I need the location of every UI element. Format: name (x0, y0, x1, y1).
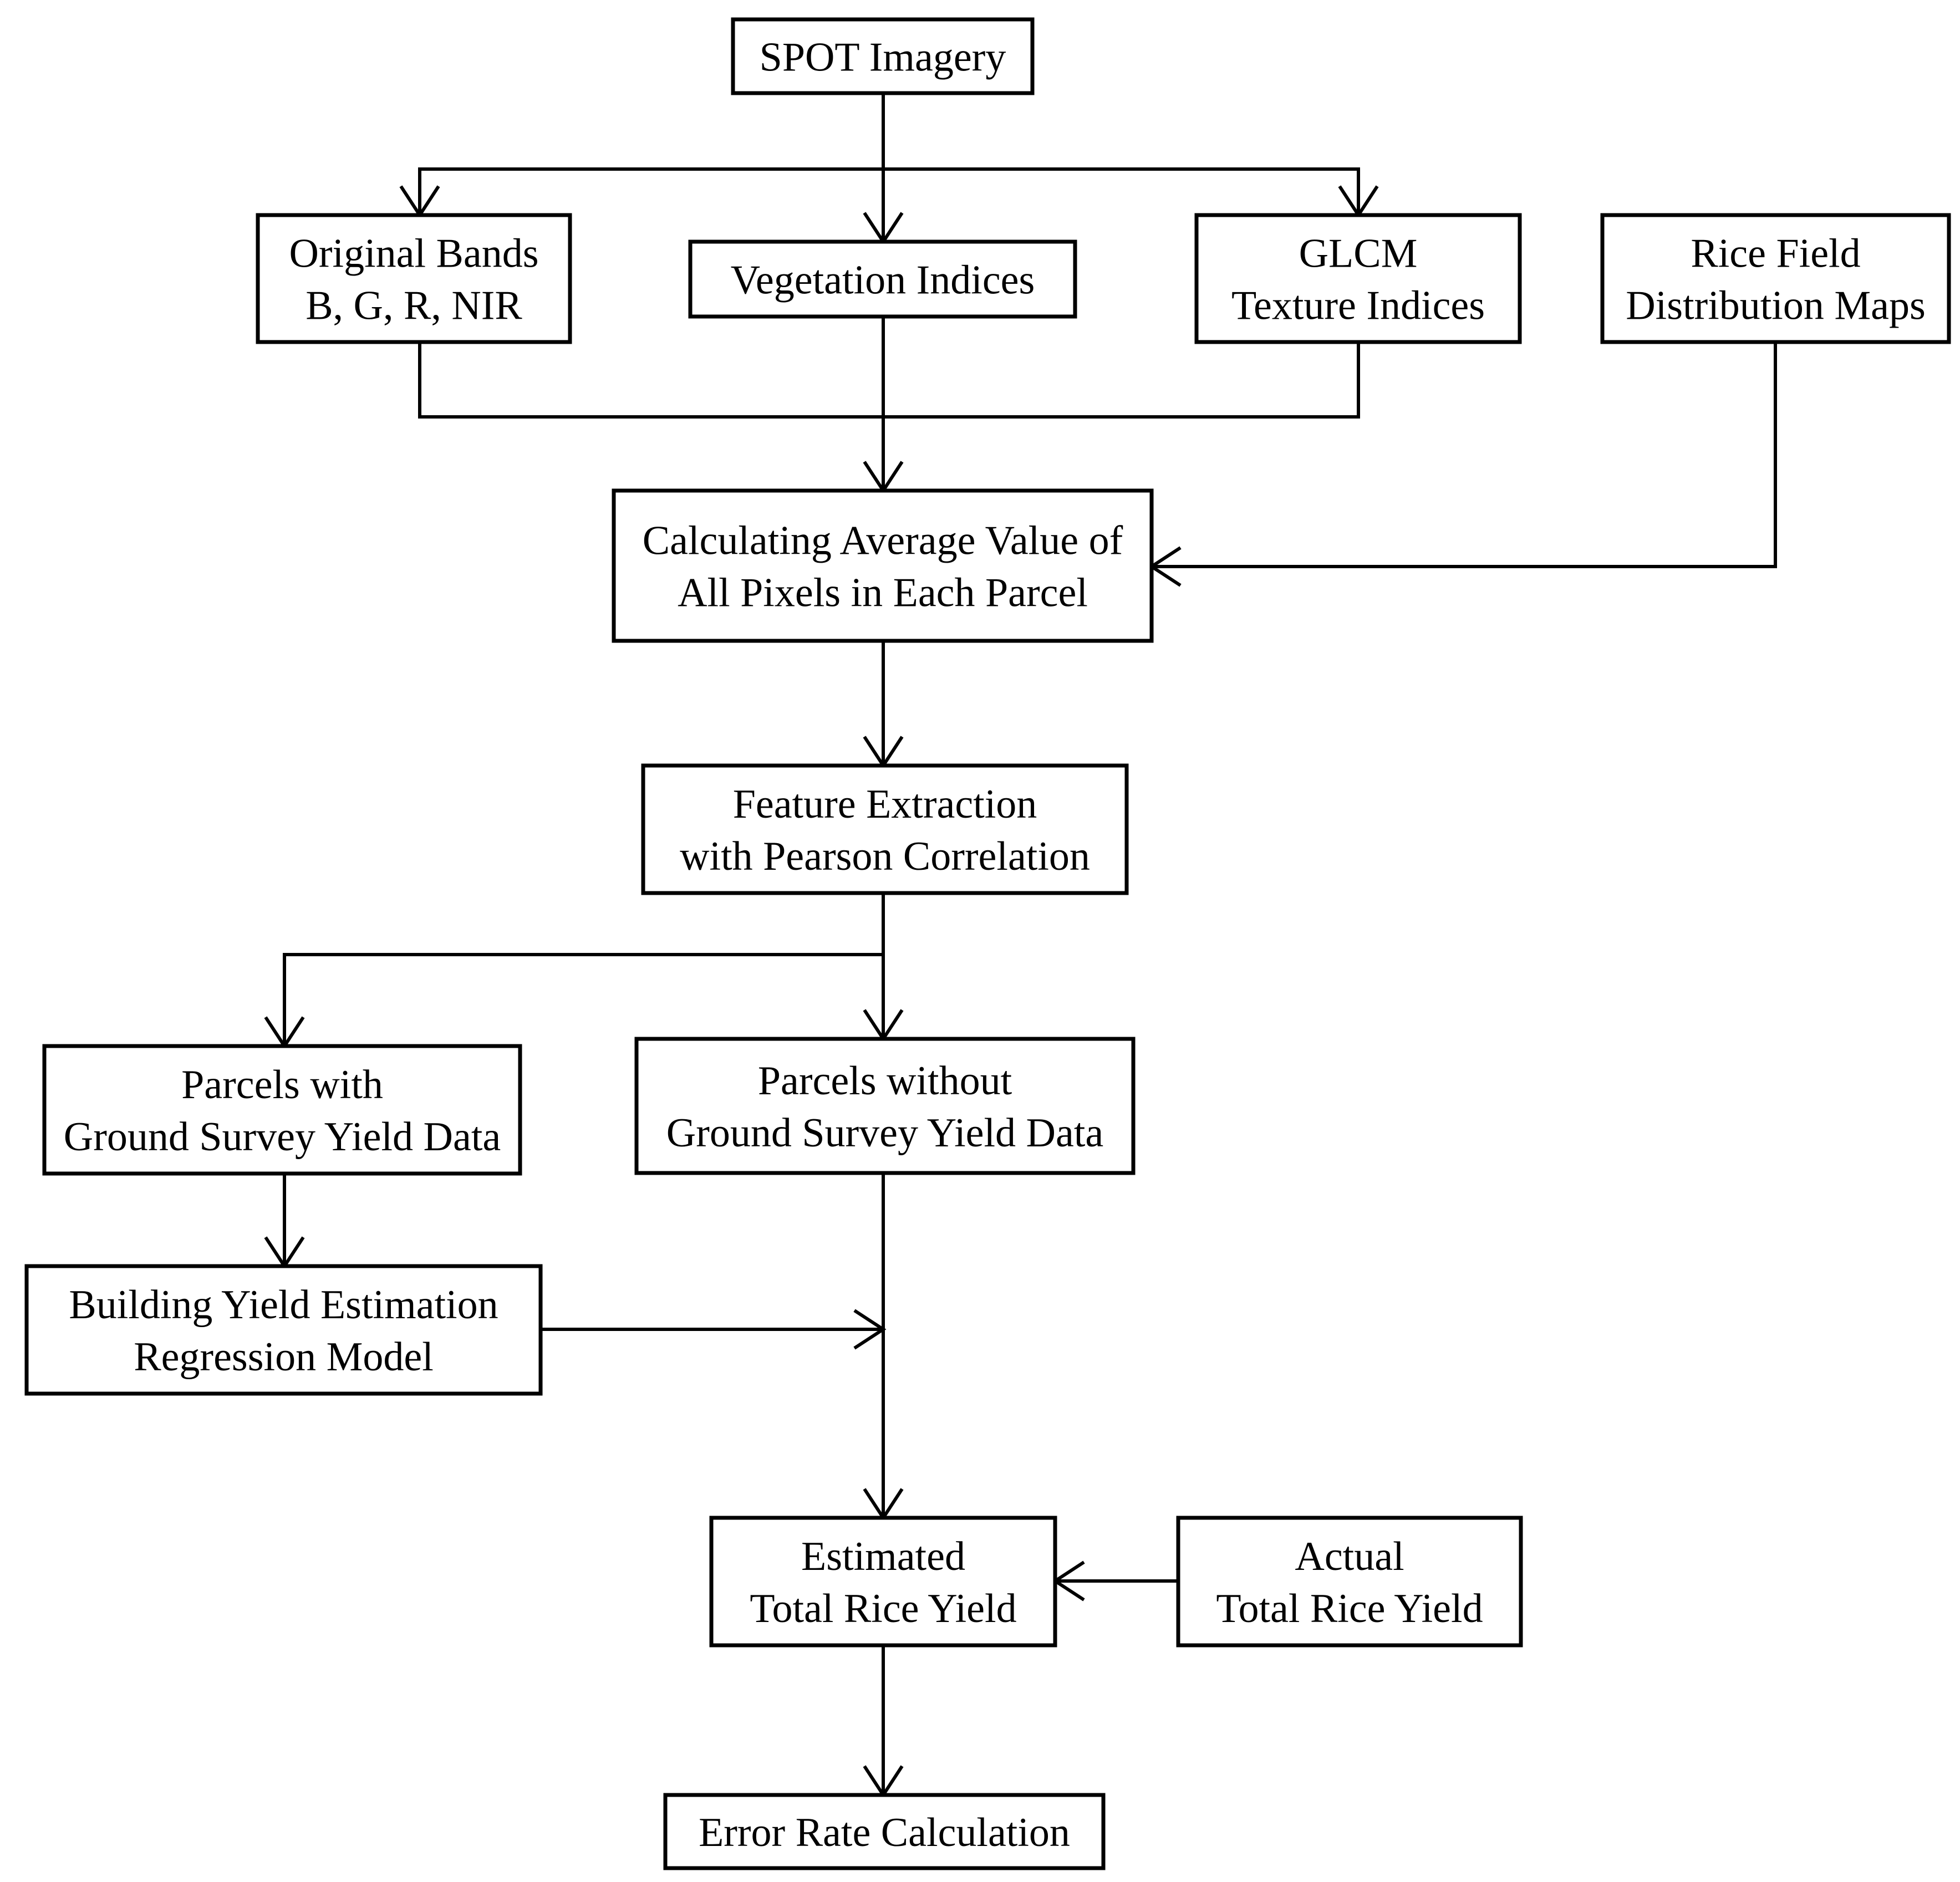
edge-actual-to-estimated (1052, 1560, 1180, 1602)
edge-spot-to-glcm (882, 167, 1379, 218)
node-box (1176, 1516, 1523, 1648)
node-box (42, 1044, 522, 1176)
node-label-line: Estimated (801, 1534, 965, 1579)
edge-estimated-to-error (863, 1644, 904, 1798)
node-label-line: All Pixels in Each Parcel (678, 570, 1088, 616)
edge-feature-to-with (264, 891, 885, 1049)
edge-ricemap-to-avg (1148, 340, 1777, 587)
node-label-line: Distribution Maps (1626, 283, 1926, 329)
node-label-line: Total Rice Yield (1216, 1586, 1483, 1631)
node-label-line: Total Rice Yield (750, 1586, 1016, 1631)
node-label-line: Error Rate Calculation (699, 1810, 1070, 1855)
node-label-line: Regression Model (134, 1334, 434, 1380)
node-box (641, 763, 1129, 895)
node-box (612, 488, 1154, 643)
node-label-line: Calculating Average Value of (643, 518, 1123, 564)
node-box (688, 239, 1077, 319)
edge-spot-to-bands (399, 91, 885, 218)
node-feature: Feature Extraction with Pearson Correlati… (641, 763, 1129, 895)
node-label-line: SPOT Imagery (760, 35, 1006, 80)
node-label-line: Parcels without (758, 1058, 1012, 1104)
node-box (709, 1516, 1057, 1648)
connector-line (1150, 340, 1777, 568)
connector-line (882, 167, 1360, 217)
node-label-line: GLCM (1299, 231, 1418, 277)
edge-glcm-to-avg (882, 340, 1360, 419)
connector-line (418, 91, 885, 217)
edge-veg-to-avg (863, 315, 904, 494)
node-label-line: with Pearson Correlation (680, 834, 1090, 879)
connector-line (418, 340, 885, 419)
node-label-line: B, G, R, NIR (306, 283, 522, 329)
node-label-line: Texture Indices (1231, 283, 1485, 329)
edge-model-to-without-to-estimated-path (539, 1309, 887, 1350)
node-label-line: Original Bands (289, 231, 538, 277)
node-glcm: GLCM Texture Indices (1194, 213, 1522, 344)
flowchart-edges (264, 91, 1777, 1798)
edge-bands-to-avg (418, 340, 885, 419)
connector-line (283, 891, 885, 1048)
node-label-line: Feature Extraction (733, 782, 1037, 827)
node-box (1194, 213, 1522, 344)
node-box (256, 213, 572, 344)
edge-with-to-model (264, 1172, 305, 1269)
connector-line (882, 340, 1360, 419)
node-spot: SPOT Imagery (731, 17, 1035, 95)
edge-avg-to-feature (863, 639, 904, 769)
node-label-line: Rice Field (1691, 231, 1860, 277)
node-label-line: Ground Survey Yield Data (666, 1110, 1104, 1156)
node-label-line: Actual (1295, 1534, 1404, 1579)
edge-without-to-estimated (863, 1171, 904, 1521)
edge-feature-to-without (863, 953, 904, 1042)
node-avg: Calculating Average Value of All Pixels i… (612, 488, 1154, 643)
node-bands: Original Bands B, G, R, NIR (256, 213, 572, 344)
node-box (663, 1793, 1106, 1870)
node-box (24, 1264, 543, 1396)
node-label-line: Parcels with (181, 1062, 383, 1108)
node-error: Error Rate Calculation (663, 1793, 1106, 1870)
node-veg: Vegetation Indices (688, 239, 1077, 319)
node-label-line: Building Yield Estimation (69, 1282, 498, 1328)
node-box (1600, 213, 1951, 344)
node-box (634, 1037, 1136, 1175)
node-label-line: Vegetation Indices (731, 258, 1035, 303)
edge-spot-to-veg (863, 167, 904, 245)
node-box (731, 17, 1035, 95)
node-label-line: Ground Survey Yield Data (64, 1114, 501, 1160)
